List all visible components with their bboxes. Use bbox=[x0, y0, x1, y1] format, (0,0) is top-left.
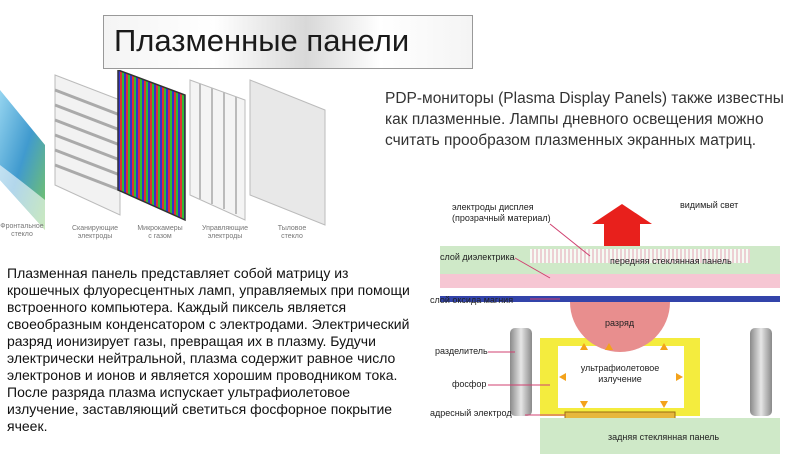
phosphor-label: фосфор bbox=[452, 379, 486, 389]
page-title: Плазменные панели bbox=[114, 23, 410, 58]
scan-electrodes-layer bbox=[54, 74, 121, 216]
cell-interior bbox=[558, 346, 684, 408]
leader-lines bbox=[488, 223, 591, 416]
magnesium-oxide-label: слой оксида магния bbox=[430, 295, 513, 305]
rear-glass-panel bbox=[540, 418, 780, 454]
intro-paragraph: PDP-мониторы (Plasma Display Panels) так… bbox=[385, 90, 784, 149]
ultraviolet-label-1: ультрафиолетовое bbox=[581, 363, 660, 373]
front-glass-panel-label: передняя стеклянная панель bbox=[610, 256, 732, 266]
plasma-cell-diagram: электроды дисплея (прозрачный материал) … bbox=[430, 200, 780, 454]
microcameras-layer bbox=[117, 70, 186, 222]
dielectric-layer bbox=[440, 274, 780, 288]
front-glass-label-1: Фронтальное bbox=[0, 223, 43, 230]
control-electrodes-label-2: электроды bbox=[208, 233, 243, 240]
scan-electrodes-label-1: Сканирующие bbox=[72, 225, 118, 232]
front-glass-layer bbox=[0, 90, 45, 230]
dielectric-layer-label: слой диэлектрика bbox=[440, 252, 515, 262]
separator-label: разделитель bbox=[435, 346, 488, 356]
control-electrodes-layer bbox=[189, 79, 246, 221]
separator-right bbox=[750, 328, 772, 416]
front-glass-label-2: стекло bbox=[11, 231, 33, 238]
discharge-label: разряд bbox=[605, 318, 635, 328]
separator-left bbox=[510, 328, 532, 416]
display-electrodes-label-2: (прозрачный материал) bbox=[452, 213, 551, 223]
microcameras-label-1: Микрокамеры bbox=[137, 225, 182, 232]
control-electrodes-label-1: Управляющие bbox=[202, 225, 248, 232]
rear-glass-label-1: Тыловое bbox=[278, 225, 307, 232]
discharge-area bbox=[570, 302, 670, 352]
rear-glass-label-2: стекло bbox=[281, 233, 303, 240]
address-electrode-label: адресный электрод bbox=[430, 408, 512, 418]
visible-light-arrow bbox=[592, 204, 652, 246]
body-paragraph: Плазменная панель представляет собой мат… bbox=[7, 265, 410, 434]
title-box: Плазменные панели bbox=[103, 15, 473, 69]
display-electrodes-label-1: электроды дисплея bbox=[452, 202, 534, 212]
visible-light-label: видимый свет bbox=[680, 200, 738, 210]
panel-layers-illustration: Фронтальное стекло Сканирующие электроды… bbox=[0, 70, 326, 240]
uv-arrows bbox=[559, 343, 683, 408]
rear-glass-panel-label: задняя стеклянная панель bbox=[608, 432, 719, 442]
magnesium-oxide-layer bbox=[440, 296, 780, 302]
rear-glass-layer bbox=[249, 79, 326, 226]
microcameras-label-2: с газом bbox=[148, 233, 172, 240]
scan-electrodes-label-2: электроды bbox=[78, 233, 113, 240]
ultraviolet-label-2: излучение bbox=[598, 374, 642, 384]
